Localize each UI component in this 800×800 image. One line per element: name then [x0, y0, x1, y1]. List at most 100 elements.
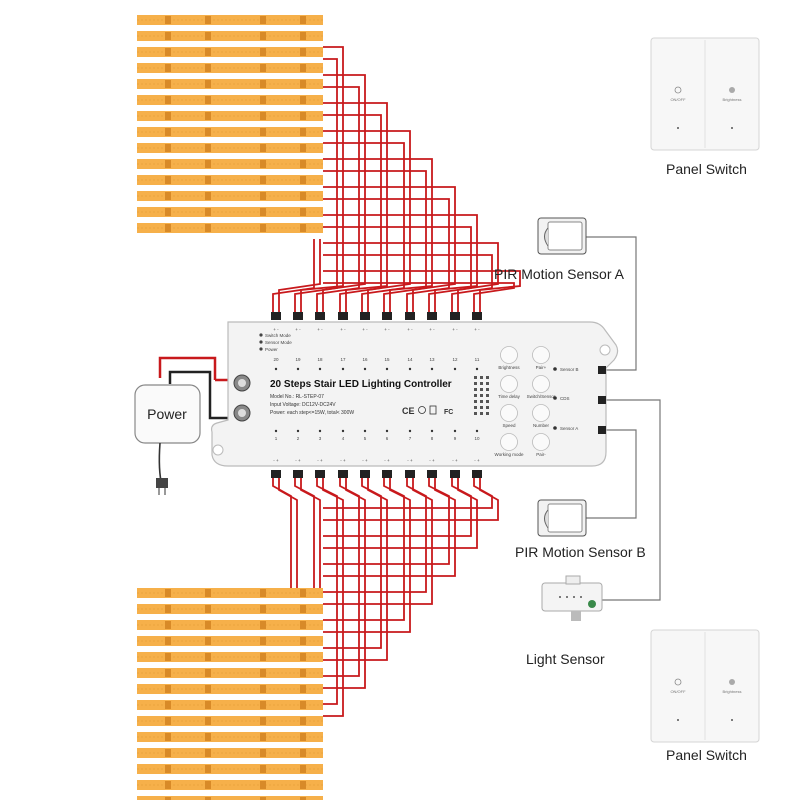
svg-text:Switch/Sensor: Switch/Sensor [527, 394, 556, 399]
panel-switch-top: ON/OFF Brightness [650, 37, 760, 151]
sensor-ports: Sensor B CDS Sensor A [553, 366, 606, 434]
bottom-led-strip-14 [137, 796, 323, 800]
svg-text:Working mode: Working mode [495, 452, 524, 457]
svg-text:Brightness: Brightness [723, 689, 742, 694]
controller-button-number[interactable]: Number [532, 404, 550, 429]
top-channel-polarity: + - [295, 327, 301, 332]
svg-text:Time delay: Time delay [498, 394, 521, 399]
svg-text:Pair-: Pair- [536, 452, 546, 457]
pir-a-wire [586, 236, 637, 371]
controller-button-speed[interactable]: Speed [500, 404, 518, 429]
top-channel-label-19: 19 [295, 357, 301, 362]
controller-button-brightness[interactable]: Brightness [498, 346, 520, 371]
top-channel-label-17: 17 [340, 357, 346, 362]
certification-marks: CE FC [402, 405, 453, 416]
bottom-channel-polarity: - + [474, 458, 480, 463]
power-label: Power [147, 406, 187, 422]
port-sensor-b: Sensor B [560, 367, 579, 372]
mode-sensor: Sensor Mode [265, 340, 292, 345]
top-led-strip-13 [137, 207, 323, 223]
top-led-strip-9 [137, 143, 323, 159]
top-led-strip-2 [137, 31, 323, 47]
mode-indicators: Switch Mode Sensor Mode Power [259, 333, 292, 352]
svg-text:ON/OFF: ON/OFF [670, 97, 686, 102]
controller-button-pair-[interactable]: Pair+ [532, 346, 550, 371]
pir-b-wire [586, 429, 637, 519]
bottom-channel-label-4: 4 [342, 436, 345, 441]
svg-text:Pair+: Pair+ [536, 365, 547, 370]
bottom-channel-label-5: 5 [364, 436, 367, 441]
bottom-channel-polarity: - + [429, 458, 435, 463]
top-channel-label-14: 14 [407, 357, 413, 362]
bottom-channel-polarity: - + [273, 458, 279, 463]
bottom-channel-label-2: 2 [297, 436, 300, 441]
controller-button-working-mode[interactable]: Working mode [495, 433, 524, 458]
bottom-led-strip-6 [137, 668, 323, 684]
controller-power-rating: Power: each step<=15W, total< 300W [270, 410, 354, 416]
bottom-led-strip-12 [137, 764, 323, 780]
bottom-wire-5 [323, 470, 388, 661]
top-channel-polarity: + - [384, 327, 390, 332]
pir-sensor-a [537, 217, 587, 255]
bottom-wire-7 [323, 470, 433, 605]
bottom-led-strips [137, 588, 323, 800]
bottom-wire-10 [323, 470, 499, 521]
top-led-strip-8 [137, 127, 323, 143]
top-channel-wires [271, 18, 521, 320]
bottom-led-strip-5 [137, 652, 323, 668]
svg-text:Speed: Speed [502, 423, 516, 428]
top-channel-polarity: + - [340, 327, 346, 332]
controller-button-time-delay[interactable]: Time delay [498, 375, 521, 400]
bottom-channel-label-7: 7 [409, 436, 412, 441]
bottom-wire-6 [323, 470, 411, 633]
top-channel-label-13: 13 [429, 357, 435, 362]
top-channel-label-12: 12 [452, 357, 458, 362]
panel-switch-bottom-label: Panel Switch [666, 747, 747, 763]
port-sensor-a: Sensor A [560, 426, 578, 431]
bottom-channel-polarity: - + [295, 458, 301, 463]
top-led-strip-11 [137, 175, 323, 191]
controller: Switch Mode Sensor Mode Power 20+ -19+ -… [210, 321, 619, 467]
top-channel-labels: 20+ -19+ -18+ -17+ -16+ -15+ -14+ -13+ -… [273, 327, 480, 371]
bottom-wire-3 [315, 470, 344, 717]
bottom-channel-polarity: - + [452, 458, 458, 463]
bottom-channel-label-9: 9 [454, 436, 457, 441]
bottom-channel-label-1: 1 [275, 436, 278, 441]
bottom-channel-label-8: 8 [431, 436, 434, 441]
bottom-led-strip-8 [137, 700, 323, 716]
bottom-led-strip-7 [137, 684, 323, 700]
controller-button-pair-[interactable]: Pair- [532, 433, 550, 458]
bottom-led-strip-3 [137, 620, 323, 636]
bottom-channel-label-6: 6 [386, 436, 389, 441]
mode-power: Power [265, 347, 278, 352]
top-led-strip-14 [137, 223, 323, 239]
top-wire-11 [323, 270, 521, 320]
panel-switch-bottom: ON/OFF Brightness [650, 629, 760, 743]
bottom-channel-label-10: 10 [474, 436, 480, 441]
pir-sensor-b-label: PIR Motion Sensor B [515, 544, 646, 560]
top-led-strip-1 [137, 15, 323, 31]
top-channel-polarity: + - [362, 327, 368, 332]
power-adapter: Power [134, 356, 240, 495]
top-channel-polarity: + - [317, 327, 323, 332]
controller-model: Model No.: RL-STEP-07 [270, 394, 324, 400]
top-led-strip-7 [137, 111, 323, 127]
port-cds: CDS [560, 396, 570, 401]
top-channel-polarity: + - [273, 327, 279, 332]
panel-switch-top-label: Panel Switch [666, 161, 747, 177]
bottom-led-strip-9 [137, 716, 323, 732]
light-sensor-label: Light Sensor [526, 651, 605, 667]
top-channel-polarity: + - [452, 327, 458, 332]
light-sensor-wire [602, 399, 661, 601]
svg-text:Brightness: Brightness [723, 97, 742, 102]
svg-text:ON/OFF: ON/OFF [670, 689, 686, 694]
pir-sensor-a-label: PIR Motion Sensor A [494, 266, 624, 282]
top-channel-polarity: + - [474, 327, 480, 332]
top-channel-label-18: 18 [317, 357, 323, 362]
controller-button-switch-sensor[interactable]: Switch/Sensor [527, 375, 556, 400]
top-led-strip-4 [137, 63, 323, 79]
top-led-strips [137, 15, 323, 239]
top-led-strip-12 [137, 191, 323, 207]
bottom-channel-polarity: - + [340, 458, 346, 463]
